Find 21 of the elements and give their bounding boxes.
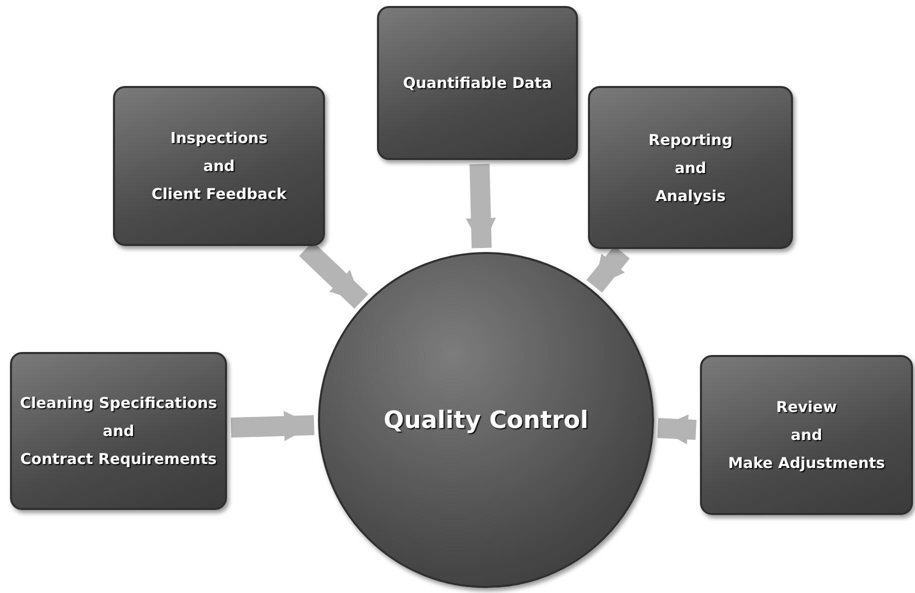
box-text: and xyxy=(790,426,822,444)
box-text: Cleaning Specifications xyxy=(20,394,217,412)
box-text: and xyxy=(102,422,134,440)
box-text: Inspections xyxy=(170,129,268,147)
block-arrow xyxy=(466,164,496,248)
block-arrow xyxy=(230,411,314,442)
box-text: Quality Control xyxy=(384,406,588,434)
topic-box xyxy=(588,86,793,249)
box-text: Analysis xyxy=(655,186,726,204)
box-text: Make Adjustments xyxy=(728,454,885,472)
box-text: and xyxy=(203,157,235,175)
box-text: Quantifiable Data xyxy=(403,74,552,92)
box-text: and xyxy=(674,158,706,176)
topic-box xyxy=(113,86,325,246)
topic-box xyxy=(377,6,578,160)
topic-box xyxy=(10,352,227,510)
box-text: Client Feedback xyxy=(152,185,286,203)
box-text: Review xyxy=(776,398,837,416)
box-text: Reporting xyxy=(648,130,732,148)
topic-box xyxy=(700,355,913,515)
box-text: Contract Requirements xyxy=(20,450,217,468)
